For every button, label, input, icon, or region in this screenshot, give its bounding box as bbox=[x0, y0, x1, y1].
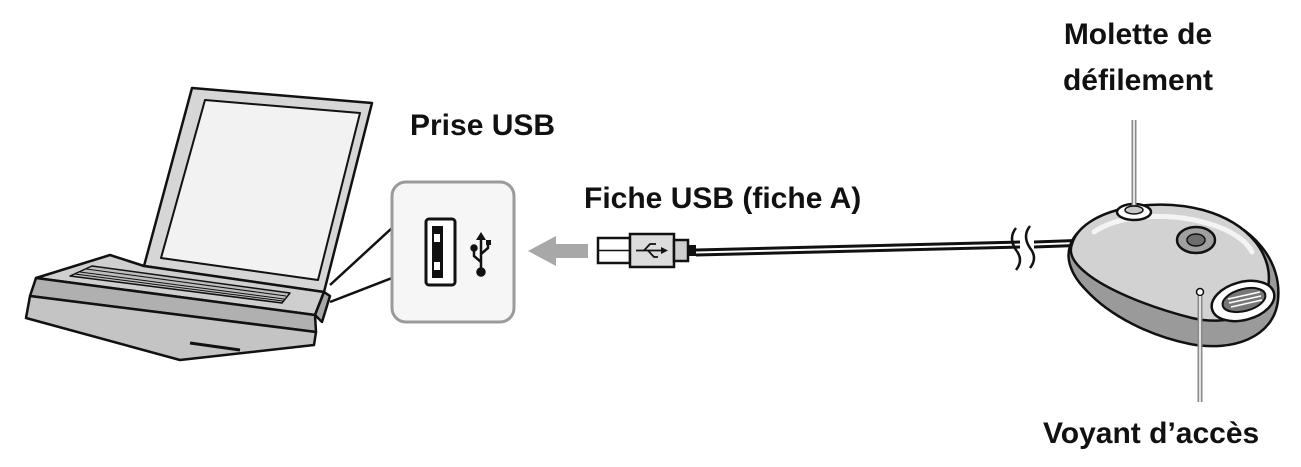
mouse-device-icon bbox=[1067, 202, 1280, 348]
arrow-left-icon bbox=[528, 236, 588, 266]
usb-port-icon bbox=[424, 217, 457, 287]
scroll-wheel-label: Molette de défilement bbox=[1012, 12, 1264, 104]
usb-plug-label: Fiche USB (fiche A) bbox=[584, 182, 862, 215]
usb-plug-icon bbox=[596, 232, 696, 269]
scroll-wheel-label-line2: défilement bbox=[1062, 64, 1214, 97]
callout-lines bbox=[329, 227, 393, 304]
usb-cable bbox=[695, 225, 1091, 271]
laptop-icon bbox=[24, 86, 374, 362]
leader-lines bbox=[1131, 120, 1203, 402]
scroll-wheel-label-line1: Molette de bbox=[1063, 18, 1213, 51]
usb-symbol-icon bbox=[470, 232, 491, 277]
usb-port-box bbox=[390, 180, 516, 324]
access-led-label: Voyant d’accès bbox=[1043, 417, 1260, 450]
usb-port-label: Prise USB bbox=[410, 109, 556, 142]
